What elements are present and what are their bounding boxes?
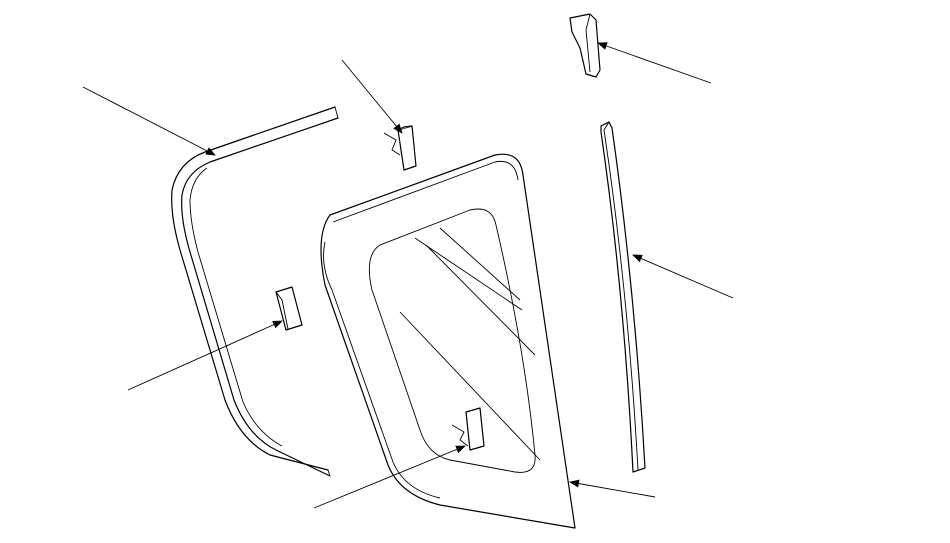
- molding-left: [171, 106, 339, 477]
- leader-strip: [632, 254, 734, 299]
- leader-molding: [82, 86, 216, 156]
- clip-glass: [451, 407, 485, 451]
- leader-clip-glass: [313, 445, 466, 509]
- clip-top: [383, 125, 417, 171]
- leader-glass: [569, 479, 656, 498]
- vertical-strip: [600, 121, 646, 473]
- leader-clip-left: [127, 320, 283, 391]
- clip-left: [275, 286, 303, 331]
- leader-lines: [82, 42, 734, 509]
- end-cap: [569, 13, 601, 78]
- leader-clip-top: [341, 59, 403, 134]
- quarter-glass: [320, 153, 576, 529]
- leader-end-cap: [597, 42, 712, 84]
